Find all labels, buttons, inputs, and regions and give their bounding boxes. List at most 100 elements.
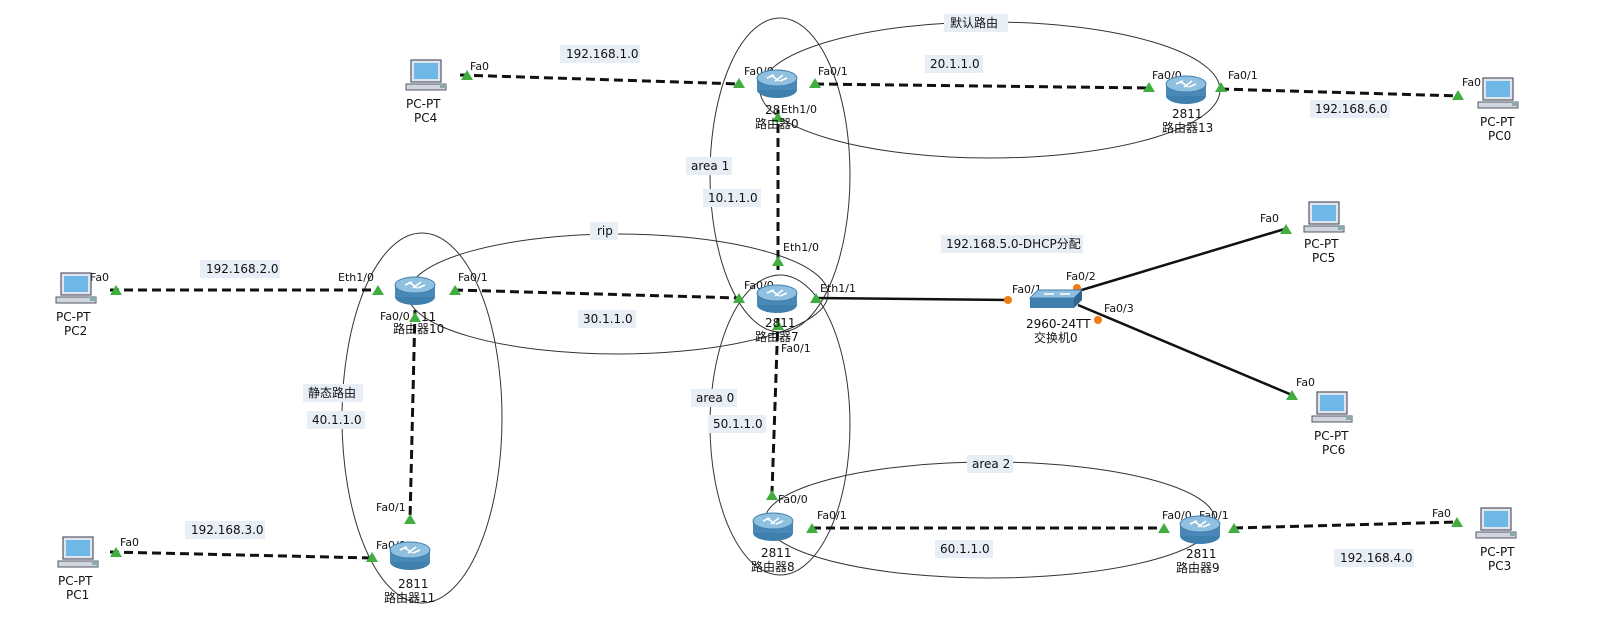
pc-name: PC4	[414, 111, 437, 125]
pc-pc6[interactable]: PC-PT PC6	[1311, 391, 1353, 457]
marker-r0-fa00	[733, 78, 745, 88]
link-r7-r8	[770, 317, 780, 493]
pc-pc4[interactable]: PC-PT PC4	[405, 59, 447, 125]
marker-pc1	[110, 547, 122, 557]
pc-pc5[interactable]: PC-PT PC5	[1303, 201, 1345, 265]
router-r13[interactable]: 2811 路由器13	[1162, 75, 1213, 135]
marker-r13-fa00	[1143, 82, 1155, 92]
switch-name: 交换机0	[1034, 330, 1078, 345]
pc-name: PC3	[1488, 559, 1511, 573]
port-pc5-fa0: Fa0	[1260, 212, 1279, 225]
link-sw0-pc5	[1074, 226, 1289, 294]
router-icon	[394, 276, 436, 306]
port-r13-fa01: Fa0/1	[1228, 69, 1258, 82]
pc-name: PC5	[1312, 251, 1335, 265]
marker-r9-fa01	[1228, 523, 1240, 533]
net-192-168-2: 192.168.2.0	[206, 262, 279, 276]
port-labels: Fa0 Fa0/0 Fa0/1 Eth1/0 Fa0/0 Fa0/1 Fa0 F…	[90, 60, 1481, 552]
router-model: 2811	[765, 316, 796, 330]
router-r0[interactable]: 28 路由器0	[755, 69, 799, 131]
port-r10-eth10: Eth1/0	[338, 271, 374, 284]
switch-icon	[1029, 289, 1083, 309]
marker-pc0	[1452, 90, 1464, 100]
pc-icon	[405, 59, 447, 91]
router-icon	[1165, 75, 1207, 105]
port-pc6-fa0: Fa0	[1296, 376, 1315, 389]
pc-icon	[1477, 77, 1519, 109]
router-r10[interactable]: 11 路由器10	[393, 276, 444, 336]
marker-pc2	[110, 285, 122, 295]
link-pc4-r0	[459, 73, 741, 86]
label-area2: area 2	[972, 457, 1010, 471]
pc-pc0[interactable]: PC-PT PC0	[1477, 77, 1519, 143]
pc-name: PC1	[66, 588, 89, 602]
marker-r7-fa01	[772, 320, 784, 330]
link-pc1-r11	[109, 550, 373, 560]
link-r9-pc3	[1233, 520, 1459, 530]
net-192-168-3: 192.168.3.0	[191, 523, 264, 537]
port-r7-eth10: Eth1/0	[783, 241, 819, 254]
port-r0-fa01: Fa0/1	[818, 65, 848, 78]
router-model: 28	[765, 103, 780, 117]
pc-type: PC-PT	[406, 97, 441, 111]
link-r13-pc0	[1219, 87, 1461, 98]
router-name: 路由器11	[384, 590, 435, 605]
link-r10-r11	[408, 309, 417, 521]
marker-r13-fa01	[1215, 82, 1227, 92]
network-labels: 192.168.1.0 20.1.1.0 192.168.6.0 192.168…	[185, 45, 1414, 567]
router-model: 11	[421, 310, 436, 324]
port-sw-fa03: Fa0/3	[1104, 302, 1134, 315]
switch-sw0[interactable]: 2960-24TT 交换机0	[1026, 289, 1091, 345]
pc-type: PC-PT	[1314, 429, 1349, 443]
pc-pc3[interactable]: PC-PT PC3	[1475, 507, 1517, 573]
pc-type: PC-PT	[58, 574, 93, 588]
port-pc4-fa0: Fa0	[470, 60, 489, 73]
marker-r0-fa01	[809, 78, 821, 88]
label-area0: area 0	[696, 391, 734, 405]
port-r8-fa00: Fa0/0	[778, 493, 808, 506]
router-r11[interactable]: 2811 路由器11	[384, 541, 435, 605]
pc-icon	[57, 536, 99, 568]
port-sw-fa02: Fa0/2	[1066, 270, 1096, 283]
router-name: 路由器7	[755, 329, 799, 344]
pc-type: PC-PT	[1480, 545, 1515, 559]
pc-pc1[interactable]: PC-PT PC1	[57, 536, 99, 602]
router-r7[interactable]: 2811 路由器7	[755, 284, 799, 344]
marker-pc6	[1286, 390, 1298, 400]
port-pc1-fa0: Fa0	[120, 536, 139, 549]
pc-icon	[1475, 507, 1517, 539]
label-static-route: 静态路由	[308, 385, 356, 400]
router-name: 路由器10	[393, 321, 444, 336]
label-rip: rip	[597, 224, 613, 238]
link-r7-sw0	[814, 296, 1011, 302]
marker-pc3	[1451, 517, 1463, 527]
router-r9[interactable]: 2811 路由器9	[1176, 515, 1221, 575]
router-icon	[756, 69, 798, 99]
label-area1: area 1	[691, 159, 729, 173]
area-labels: 默认路由 rip area 1 area 0 area 2 静态路由	[303, 14, 1013, 473]
port-r7-eth11: Eth1/1	[820, 282, 856, 295]
router-model: 2811	[398, 577, 429, 591]
marker-r10-fa00	[409, 312, 421, 322]
net-40-1-1: 40.1.1.0	[312, 413, 362, 427]
port-sw-fa01: Fa0/1	[1012, 283, 1042, 296]
pc-icon	[1311, 391, 1353, 423]
marker-r8-fa00	[766, 490, 778, 500]
pc-type: PC-PT	[1304, 237, 1339, 251]
router-name: 路由器8	[751, 559, 795, 574]
router-model: 2811	[761, 546, 792, 560]
net-192-168-4: 192.168.4.0	[1340, 551, 1413, 565]
marker-r9-fa00	[1158, 523, 1170, 533]
router-r8[interactable]: 2811 路由器8	[751, 512, 795, 574]
port-r8-fa01: Fa0/1	[817, 509, 847, 522]
marker-sw-fa01	[1004, 296, 1012, 304]
link-r10-r7	[453, 288, 741, 300]
port-r11-fa01: Fa0/1	[376, 501, 406, 514]
net-30-1-1: 30.1.1.0	[583, 312, 633, 326]
link-r0-r13	[814, 82, 1151, 90]
port-r0-eth10: Eth1/0	[781, 103, 817, 116]
router-name: 路由器0	[755, 116, 799, 131]
pc-pc2[interactable]: PC-PT PC2	[55, 272, 97, 338]
router-name: 路由器9	[1176, 560, 1220, 575]
links	[109, 73, 1461, 560]
